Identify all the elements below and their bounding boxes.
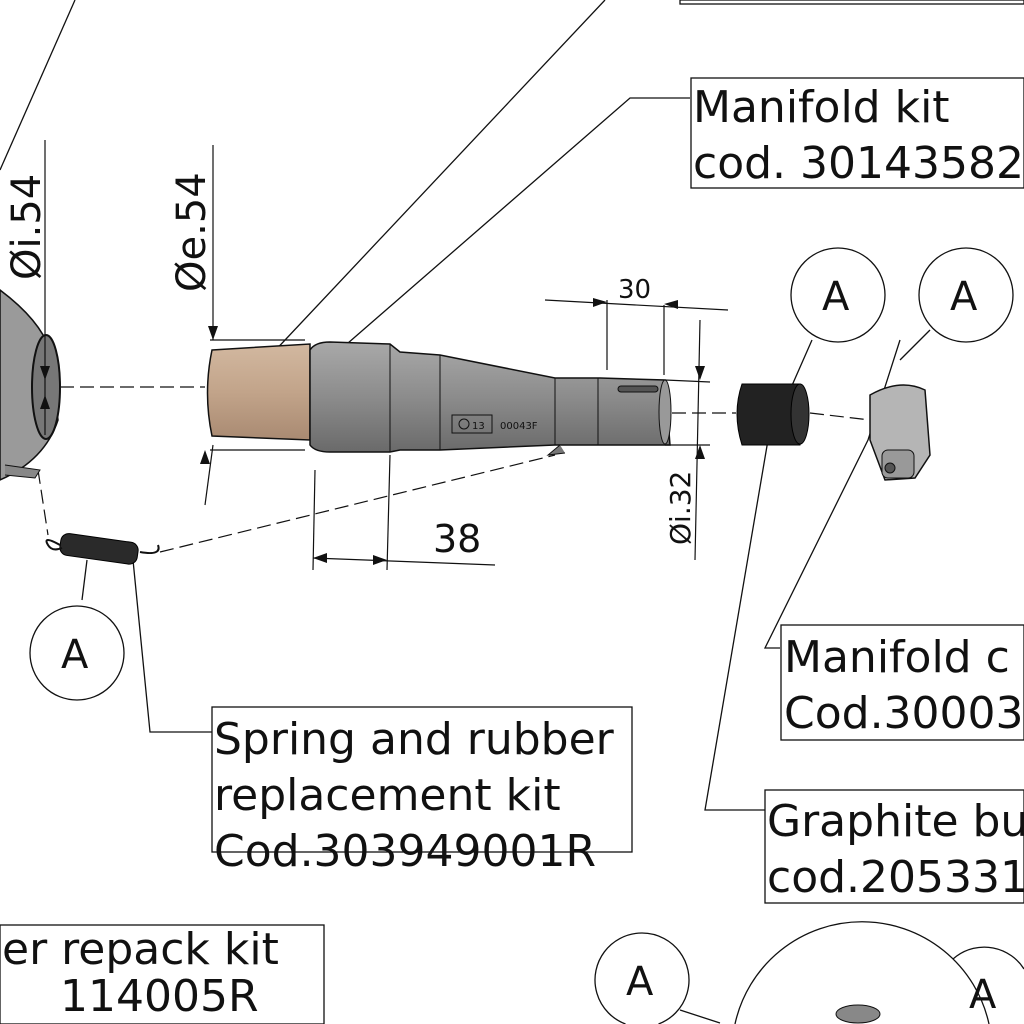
spring-kit-line2: replacement kit <box>214 770 561 821</box>
marker-a: A <box>969 972 997 1018</box>
marker-a: A <box>822 274 850 320</box>
repack-kit-line1: er repack kit <box>2 924 279 975</box>
manifold-kit-line2: cod. 30143582 <box>693 138 1024 189</box>
dim-outer-54: Øe.54 <box>169 172 215 292</box>
manifold-clamp <box>869 384 931 481</box>
manifold-sleeve <box>206 343 311 441</box>
repack-kit-line2: 114005R <box>60 971 259 1022</box>
manifold-clamp-line2: Cod.30003 <box>784 688 1024 739</box>
center-lines <box>37 386 871 553</box>
spring-kit-line1: Spring and rubber <box>214 714 615 765</box>
dimension-arrows <box>40 298 705 565</box>
detail-markers <box>29 247 1024 1024</box>
marker-a: A <box>950 274 978 320</box>
marker-a: A <box>626 959 654 1005</box>
spring <box>45 533 160 565</box>
dim-30: 30 <box>618 275 651 305</box>
marker-a: A <box>61 632 89 678</box>
part-partial <box>835 1004 881 1024</box>
dim-38: 38 <box>433 517 481 561</box>
part-serial: 00043F <box>500 421 538 432</box>
manifold-tube: 13 00043F <box>309 341 672 456</box>
manifold-clamp-line1: Manifold c <box>784 632 1010 683</box>
dim-inner-32: Øi.32 <box>664 471 697 545</box>
graphite-bush-line2: cod.205331 <box>767 852 1024 903</box>
part-code: 13 <box>472 421 485 432</box>
dim-inner-54: Øi.54 <box>4 174 50 280</box>
dimension-lines <box>44 140 729 571</box>
spring-kit-line3: Cod.303949001R <box>214 826 596 877</box>
graphite-bush-line1: Graphite bu <box>767 796 1024 847</box>
header-pipe-end <box>0 289 61 481</box>
manifold-kit-line1: Manifold kit <box>693 82 950 133</box>
graphite-bush <box>736 383 810 446</box>
leader-lines <box>0 0 931 1024</box>
